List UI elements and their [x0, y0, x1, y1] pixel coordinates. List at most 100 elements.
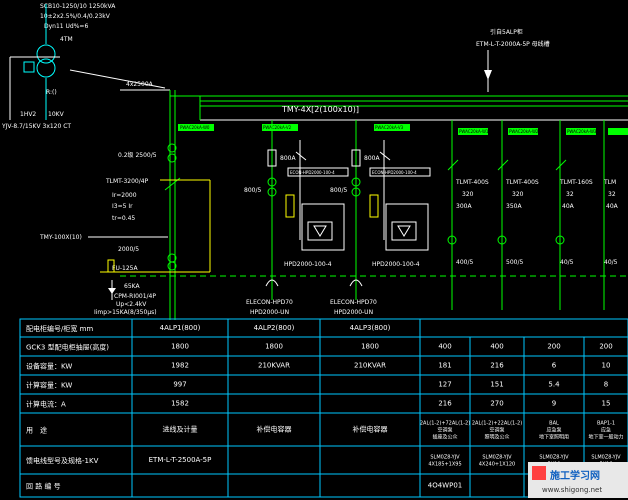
incoming-ct: 0.2级 2500/5	[118, 151, 157, 159]
table-cell: 5.4	[548, 381, 560, 389]
table-cell: 210KVAR	[258, 362, 290, 370]
table-row-label: 回 路 编 号	[26, 482, 61, 491]
incoming-tr: tr=0.45	[112, 215, 135, 222]
table-cell: 1800	[361, 343, 379, 351]
spd-imp: Iimp>15KA(8/350μs)	[94, 309, 157, 316]
table-cell: 补偿电容器	[257, 425, 292, 434]
svg-text:800A: 800A	[280, 155, 296, 162]
table-cell: 210KVAR	[354, 362, 386, 370]
svg-text:ELECON-HPD70: ELECON-HPD70	[330, 299, 377, 306]
svg-text:40A: 40A	[562, 203, 575, 210]
svg-text:TLMT-160S: TLMT-160S	[559, 179, 593, 186]
spd-ka: 65KA	[124, 283, 140, 290]
table-cell: 4X185+1X95	[428, 462, 461, 468]
table-row-label: 计算电流：A	[26, 400, 66, 409]
table-cell: 4ALP2(800)	[254, 324, 295, 332]
table-cell: 应急泵	[546, 427, 561, 434]
feeder-4: TLM 32 40A 40/5	[603, 120, 628, 310]
watermark-url: www.shigong.net	[542, 486, 602, 494]
busbar-rating: 4x2500A	[126, 81, 154, 88]
watermark: 施工学习网 www.shigong.net	[528, 462, 628, 498]
svg-text:40A: 40A	[606, 203, 619, 210]
table-row-label: 馈电线型号及规格-1KV	[26, 456, 99, 465]
table-cell: 181	[438, 362, 451, 370]
table-cell: 997	[173, 381, 186, 389]
svg-text:32: 32	[608, 191, 616, 198]
incoming-i3: I3=5 Ir	[112, 203, 133, 210]
transformer-id: 4TM	[60, 36, 73, 43]
svg-text:500/5: 500/5	[506, 259, 523, 266]
svg-text:ELECON-HPD70: ELECON-HPD70	[246, 299, 293, 306]
data-table	[19, 318, 628, 498]
svg-text:HPD2000-100-4: HPD2000-100-4	[284, 261, 332, 268]
table-cell: 插座及公众	[432, 434, 457, 441]
table-cell: BAL	[549, 421, 559, 427]
table-cell: 270	[490, 400, 503, 408]
feeder-2: PWAC20kA-W2 TLMT-400S 320 350A 500/5	[497, 120, 539, 310]
svg-text:800/5: 800/5	[244, 187, 261, 194]
source-note-line2: ETM-L-T-2000A-5P 母线槽	[476, 40, 550, 48]
table-cell: 4O4WP01	[428, 482, 462, 490]
svg-text:PWAC20kA-V3: PWAC20kA-V3	[375, 125, 404, 130]
table-row-label: GCK3 型配电柜抽屉(高度)	[26, 343, 109, 352]
svg-text:320: 320	[512, 191, 524, 198]
table-cell: 4ALP3(800)	[350, 324, 391, 332]
table-cell: 2AL(1-2)+72AL(1-2)	[420, 421, 470, 427]
incoming-tag	[178, 124, 214, 131]
transformer-vector: Dyn11 Ud%=6	[44, 23, 88, 30]
table-row-label: 配电柜编号/柜宽 mm	[26, 324, 93, 333]
table-cell: 空调泵	[437, 427, 452, 434]
table-cell: 应急	[601, 427, 611, 434]
svg-text:400/5: 400/5	[456, 259, 473, 266]
table-cell: 8	[604, 381, 608, 389]
table-cell: SLM0Z8-YJV	[430, 455, 460, 461]
svg-text:PWAC20kA-V2: PWAC20kA-V2	[263, 125, 292, 130]
capacitor-bank-2: PWAC20kA-V3 800A 800/5 ECON-HPD2000-100-…	[330, 120, 431, 316]
hv-cable-id: 1HV2	[20, 111, 36, 118]
table-row-label: 用 途	[26, 426, 47, 435]
svg-text:320: 320	[462, 191, 474, 198]
svg-text:PWAC20kA-W2: PWAC20kA-W2	[509, 129, 539, 134]
table-cell: 地下室一般动力	[588, 434, 623, 441]
table-cell: 15	[602, 400, 611, 408]
table-cell: SLM0Z8-YJV	[482, 455, 512, 461]
table-cell: 10	[602, 362, 611, 370]
table-cell: 4X240+1X120	[479, 462, 516, 468]
transformer-rc: R:()	[46, 89, 57, 96]
table-cell: 200	[547, 343, 560, 351]
feeder-3: PWAC20kA-W3 TLMT-160S 32 40A 40/5	[555, 120, 597, 310]
table-cell: 1800	[171, 343, 189, 351]
table-cell: 400	[490, 343, 503, 351]
source-note-line1: 引自5ALP柜	[490, 28, 523, 36]
svg-text:HPD2000-UN: HPD2000-UN	[334, 309, 373, 316]
table-cell: 补偿电容器	[353, 425, 388, 434]
table-cell: 6	[552, 362, 557, 370]
table-cell: 400	[438, 343, 451, 351]
svg-text:TLMT-400S: TLMT-400S	[455, 179, 489, 186]
incoming-breaker: TLMT-3200/4P	[105, 178, 149, 185]
svg-text:HPD2000-100-4: HPD2000-100-4	[372, 261, 420, 268]
table-cell: 216	[490, 362, 504, 370]
svg-text:40/5: 40/5	[604, 259, 618, 266]
busbar-label: TMY-4X[2(100x10)]	[281, 105, 359, 114]
table-cell: 地下室照明用	[539, 434, 569, 441]
transformer-model: SCB10-1250/10 1250kVA	[40, 3, 116, 10]
svg-text:350A: 350A	[506, 203, 522, 210]
svg-text:ECON-HPD2000-100-4: ECON-HPD2000-100-4	[290, 170, 335, 175]
table-row-label: 设备容量：KW	[26, 362, 72, 371]
table-cell: 2AL(1-2)+22AL(1-2)	[472, 421, 522, 427]
table-cell: 进线及计量	[163, 425, 198, 434]
table-cell: 1582	[171, 400, 189, 408]
table-cell: 200	[599, 343, 612, 351]
table-cell: BAP1-1	[597, 421, 615, 427]
spd-up: Up<2.4kV	[116, 301, 147, 308]
svg-text:PWAC20kA-W3: PWAC20kA-W3	[567, 129, 597, 134]
svg-text:ECON-HPD2000-100-4: ECON-HPD2000-100-4	[372, 170, 417, 175]
table-cell: 4ALP1(800)	[160, 324, 201, 332]
watermark-site: 施工学习网	[550, 469, 600, 482]
table-row-label: 计算容量：KW	[26, 381, 72, 390]
transformer-ratio: 10±2x2.5%/0.4/0.23kV	[40, 13, 111, 20]
incoming-neutral: TMY-100X(10)	[39, 234, 82, 241]
svg-text:TLMT-400S: TLMT-400S	[505, 179, 539, 186]
